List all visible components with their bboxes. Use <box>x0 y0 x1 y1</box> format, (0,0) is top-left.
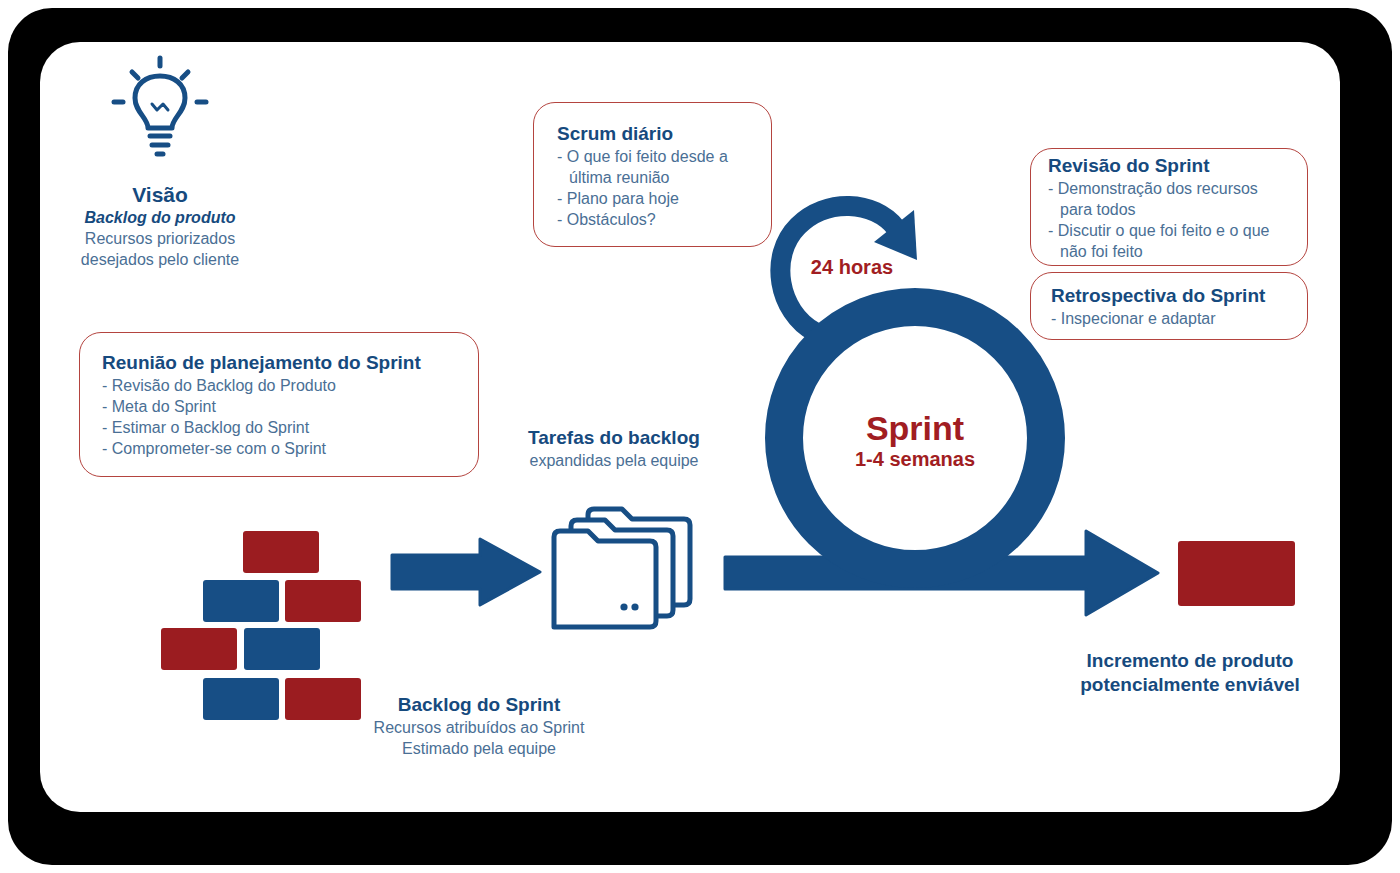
bulb-ray <box>158 58 163 66</box>
sprint-duration: 1-4 semanas <box>765 446 1065 472</box>
meeting-box: Scrum diário- O que foi feito desde a úl… <box>533 102 772 247</box>
caption-heading: Incremento de produto potencialmente env… <box>1055 649 1325 697</box>
backlog-tasks-folder: Tarefas do backlogexpandidas pela equipe <box>548 505 693 627</box>
folder-dot <box>631 603 638 610</box>
node-caption: Backlog do SprintRecursos atribuídos ao … <box>344 693 614 759</box>
meeting-box: Reunião de planejamento do Sprint- Revis… <box>79 332 479 477</box>
brick-stack <box>160 530 362 722</box>
bulb-ray <box>114 100 123 105</box>
caption-heading: Backlog do Sprint <box>344 693 614 717</box>
brick <box>161 628 237 670</box>
brick <box>244 628 320 670</box>
cycle-duration: 24 horas <box>792 255 912 279</box>
bullet-item: - O que foi feito desde a última reunião <box>557 146 755 188</box>
bullet-item: - Demonstração dos recursos para todos <box>1048 178 1293 220</box>
lightbulb-icon <box>114 58 206 154</box>
bullet-item: - Comprometer-se com o Sprint <box>102 438 468 459</box>
node-caption: Incremento de produto potencialmente env… <box>1055 649 1325 697</box>
vision-title: Visão <box>60 183 260 207</box>
bulb-ray <box>132 72 138 78</box>
meeting-box: Retrospectiva do Sprint- Inspecionar e a… <box>1030 272 1308 340</box>
folder-stack <box>548 505 693 627</box>
bullet-item: - Obstáculos? <box>557 209 755 230</box>
folder-outline <box>554 531 656 627</box>
sprint-title: Sprint <box>765 408 1065 448</box>
bulb-glass <box>135 76 185 128</box>
bullet-item: - Discutir o que foi feito e o que não f… <box>1048 220 1293 262</box>
folder-dot <box>620 603 627 610</box>
bulb-base <box>157 152 163 157</box>
bullet-item: - Meta do Sprint <box>102 396 468 417</box>
sprint-circle: Sprint1-4 semanas <box>765 288 1065 588</box>
bulb-ray <box>182 72 188 78</box>
brick <box>203 580 279 622</box>
sprint-backlog-bricks: Backlog do SprintRecursos atribuídos ao … <box>160 530 362 722</box>
bulb-ray <box>197 100 206 105</box>
bulb-base <box>152 143 168 148</box>
bullet-item: - Plano para hoje <box>557 188 755 209</box>
brick <box>285 580 361 622</box>
brick <box>285 678 361 720</box>
bullet-item: - Inspecionar e adaptar <box>1051 308 1293 329</box>
caption-heading: Tarefas do backlog <box>489 426 739 450</box>
bulb-filament <box>152 104 168 110</box>
vision-description: Recursos priorizados desejados pelo clie… <box>62 228 258 270</box>
brick <box>203 678 279 720</box>
caption-body: Recursos atribuídos ao Sprint Estimado p… <box>344 717 614 759</box>
bulb-base <box>150 134 170 139</box>
flow-arrow <box>392 539 540 605</box>
box-heading: Revisão do Sprint <box>1048 154 1293 178</box>
box-heading: Reunião de planejamento do Sprint <box>102 351 468 375</box>
flow-arrow <box>725 531 1158 615</box>
box-heading: Retrospectiva do Sprint <box>1051 284 1293 308</box>
loop-arrowhead <box>874 210 917 260</box>
vision-subtitle: Backlog do produto <box>40 207 280 228</box>
bullet-item: - Estimar o Backlog do Sprint <box>102 417 468 438</box>
bullet-item: - Revisão do Backlog do Produto <box>102 375 468 396</box>
product-increment: Incremento de produto potencialmente env… <box>1178 541 1295 606</box>
caption-body: expandidas pela equipe <box>489 450 739 471</box>
box-heading: Scrum diário <box>557 122 755 146</box>
brick <box>243 531 319 573</box>
node-caption: Tarefas do backlogexpandidas pela equipe <box>489 426 739 471</box>
meeting-box: Revisão do Sprint- Demonstração dos recu… <box>1030 148 1308 266</box>
